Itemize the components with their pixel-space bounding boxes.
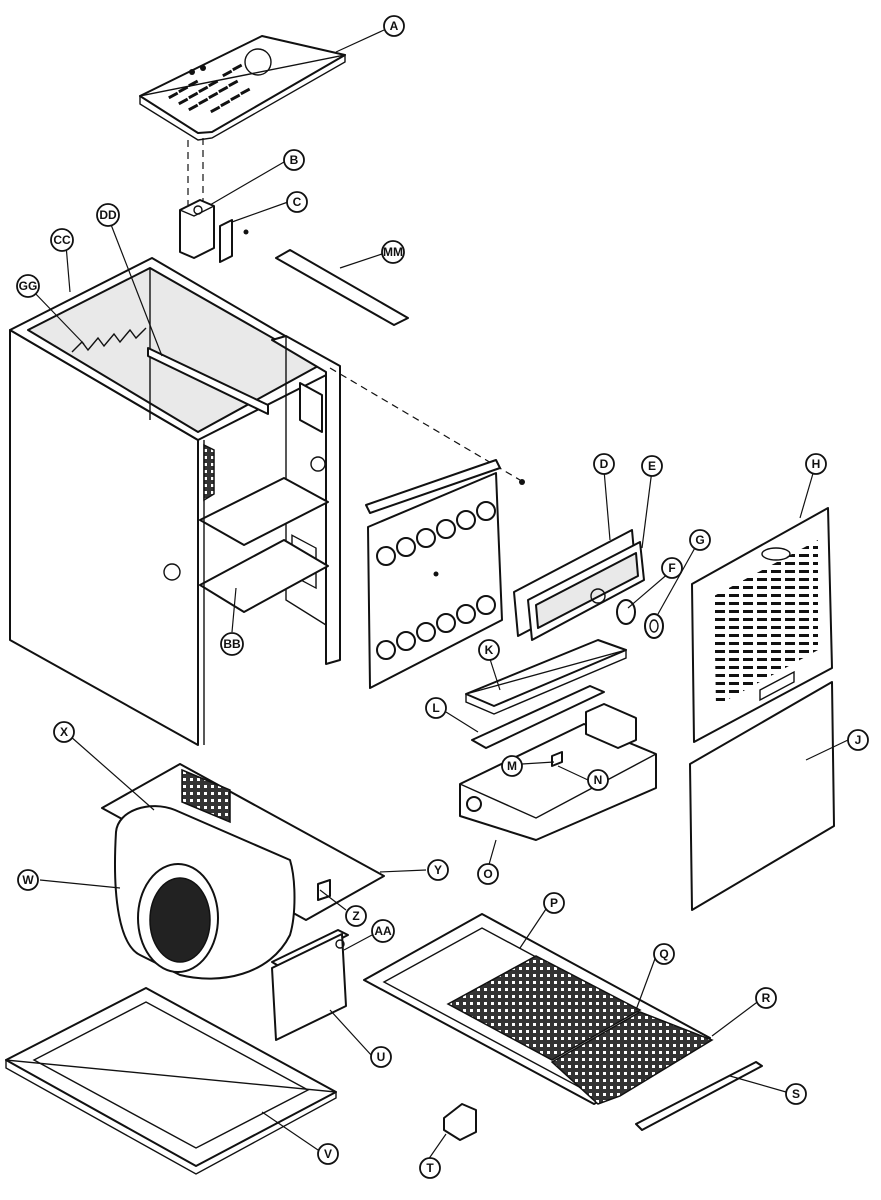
callout-label: M xyxy=(507,759,517,773)
callout-l: L xyxy=(425,697,447,719)
callout-label: B xyxy=(290,153,299,167)
callout-a: A xyxy=(383,15,405,37)
callout-label: Y xyxy=(434,863,442,877)
callout-gg: GG xyxy=(16,274,40,298)
callout-d: D xyxy=(593,453,615,475)
callout-label: J xyxy=(855,733,862,747)
callout-label: C xyxy=(293,195,302,209)
callout-label: H xyxy=(812,457,821,471)
callout-label: P xyxy=(550,896,558,910)
callout-k: K xyxy=(478,639,500,661)
callout-f: F xyxy=(661,557,683,579)
filter-rail xyxy=(635,1061,763,1131)
callout-x: X xyxy=(53,721,75,743)
callout-bb: BB xyxy=(220,632,244,656)
callout-label: X xyxy=(60,725,68,739)
callout-label: N xyxy=(594,773,603,787)
callout-label: W xyxy=(22,873,34,887)
burner-assembly xyxy=(459,639,657,841)
callout-w: W xyxy=(17,869,39,891)
callout-label: G xyxy=(695,533,704,547)
callout-o: O xyxy=(477,863,499,885)
louvered-door xyxy=(691,507,833,743)
callout-label: R xyxy=(762,991,771,1005)
callout-label: AA xyxy=(374,924,392,938)
leader-lines xyxy=(31,29,849,1161)
sight-rings xyxy=(616,599,664,639)
callout-label: MM xyxy=(383,245,403,259)
callout-mm: MM xyxy=(381,240,405,264)
callout-s: S xyxy=(785,1083,807,1105)
small-bracket xyxy=(443,1103,477,1141)
callout-label: BB xyxy=(223,637,241,651)
callout-c: C xyxy=(286,191,308,213)
limit-bracket xyxy=(179,199,249,263)
callout-cc: CC xyxy=(50,228,74,252)
callout-u: U xyxy=(370,1046,392,1068)
blower-housing xyxy=(114,805,331,980)
callout-label: O xyxy=(483,867,492,881)
callout-b: B xyxy=(283,149,305,171)
callout-label: K xyxy=(485,643,494,657)
callout-label: GG xyxy=(19,279,38,293)
callout-m: M xyxy=(501,755,523,777)
callout-r: R xyxy=(755,987,777,1009)
base-pan xyxy=(5,987,337,1175)
control-box xyxy=(271,929,349,1041)
callout-q: Q xyxy=(653,943,675,965)
lower-door xyxy=(689,681,835,911)
callout-label: Z xyxy=(352,909,359,923)
callout-dd: DD xyxy=(96,203,120,227)
callout-label: A xyxy=(390,19,399,33)
callout-label: D xyxy=(600,457,609,471)
top-cover-panel xyxy=(139,35,346,141)
callout-v: V xyxy=(317,1143,339,1165)
callout-label: F xyxy=(668,561,675,575)
exchanger-front-plate xyxy=(365,459,503,689)
callout-z: Z xyxy=(345,905,367,927)
burner-gaskets xyxy=(513,529,645,641)
callout-label: V xyxy=(324,1147,332,1161)
callout-y: Y xyxy=(427,859,449,881)
callout-t: T xyxy=(419,1157,441,1179)
callout-p: P xyxy=(543,892,565,914)
callout-j: J xyxy=(847,729,869,751)
top-strip xyxy=(275,249,409,326)
callout-e: E xyxy=(641,455,663,477)
callout-aa: AA xyxy=(371,919,395,943)
callout-g: G xyxy=(689,529,711,551)
callout-h: H xyxy=(805,453,827,475)
callout-n: N xyxy=(587,769,609,791)
callout-label: Q xyxy=(659,947,668,961)
furnace-cabinet xyxy=(9,257,341,746)
callout-label: DD xyxy=(99,208,117,222)
callout-label: L xyxy=(432,701,439,715)
callout-label: T xyxy=(426,1161,434,1175)
callout-label: CC xyxy=(53,233,71,247)
callout-label: U xyxy=(377,1050,386,1064)
callout-label: E xyxy=(648,459,656,473)
callout-label: S xyxy=(792,1087,800,1101)
filter-rack xyxy=(363,913,714,1105)
